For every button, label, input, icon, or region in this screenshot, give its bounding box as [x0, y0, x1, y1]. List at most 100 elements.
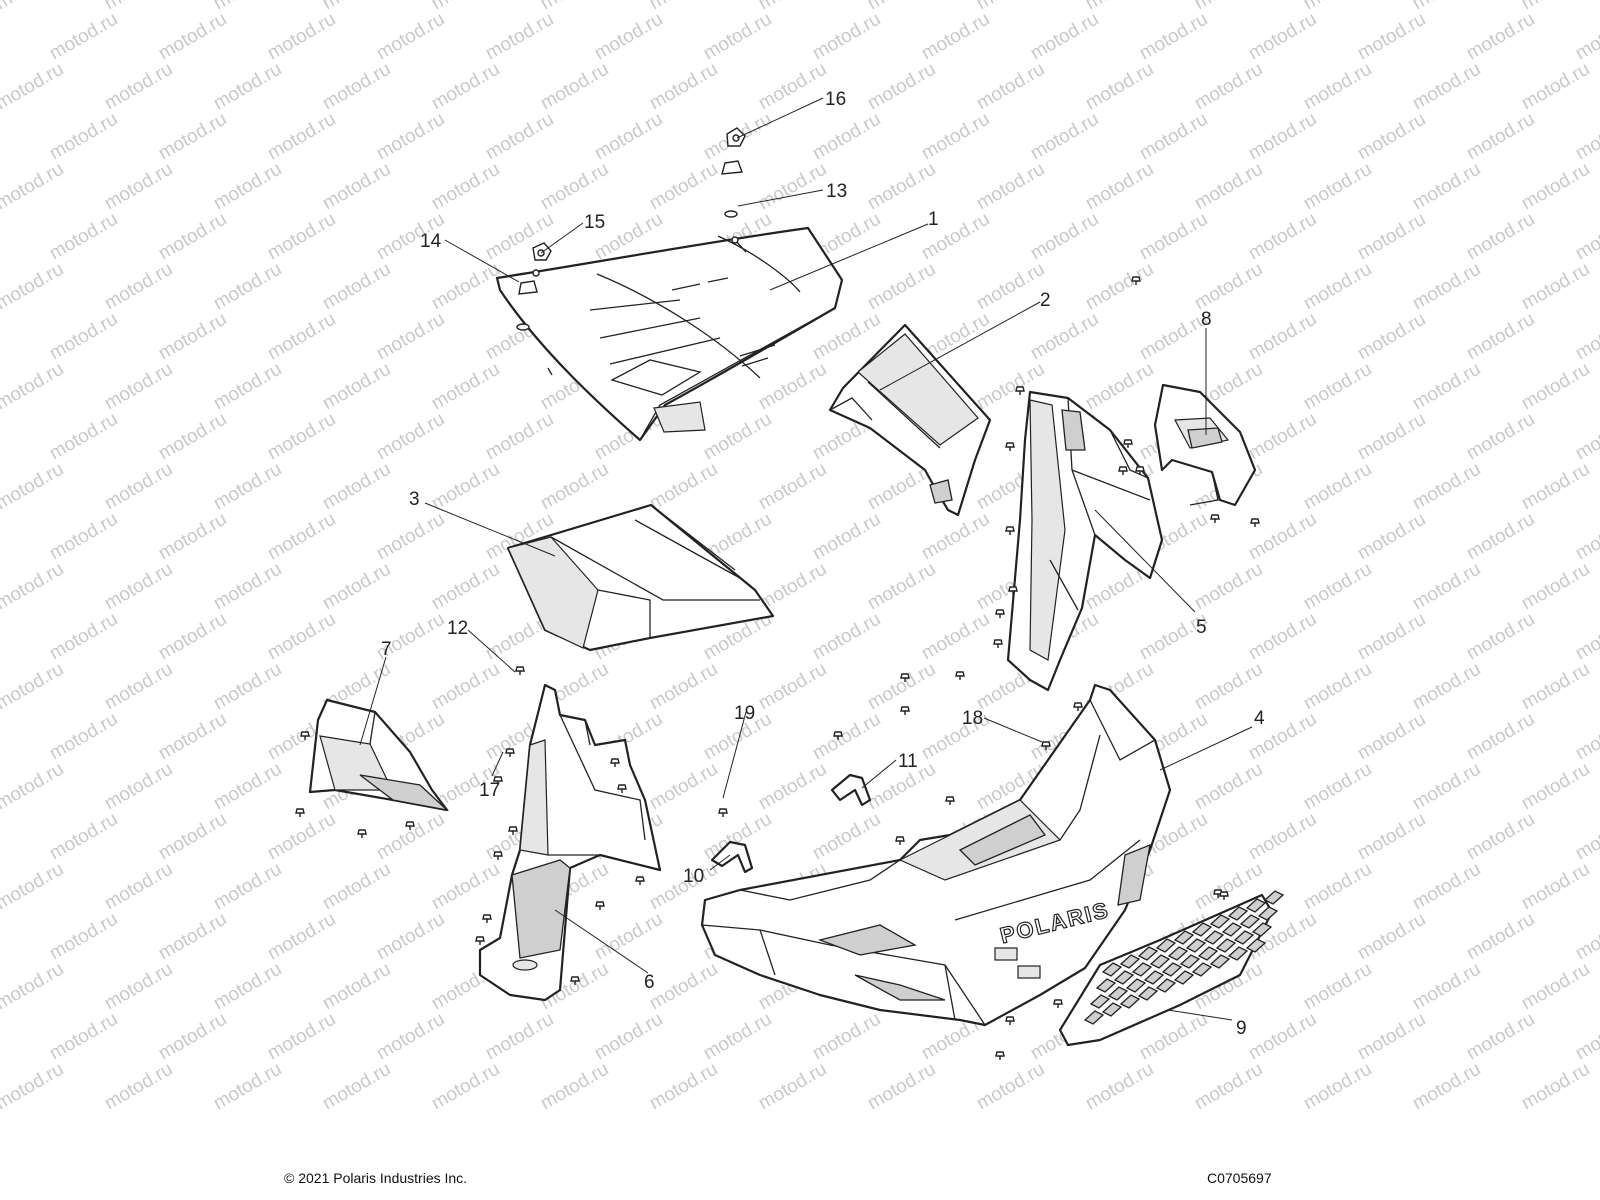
watermark-text: motod.ru [373, 309, 448, 365]
part-bracket-right [1153, 383, 1257, 507]
watermark-text: motod.ru [264, 809, 339, 865]
watermark-text: motod.ru [428, 1059, 503, 1115]
callout-15: 15 [584, 212, 605, 233]
watermark-text: motod.ru [319, 159, 394, 215]
watermark-text: motod.ru [918, 609, 993, 665]
watermark-text: motod.ru [1082, 159, 1157, 215]
watermark-text: motod.ru [864, 259, 939, 315]
grille-cell [1167, 946, 1189, 961]
watermark-text: motod.ru [101, 759, 176, 815]
watermark-text: motod.ru [210, 959, 285, 1015]
watermark-text: motod.ru [646, 159, 721, 215]
watermark-text: motod.ru [1572, 409, 1600, 465]
grille-cell [1245, 898, 1267, 913]
part-bracket-10 [710, 840, 754, 874]
watermark-text: motod.ru [1027, 309, 1102, 365]
part-liner-panel [506, 503, 775, 652]
callout-8: 8 [1201, 309, 1212, 330]
leader-lines [359, 97, 1253, 1021]
watermark-text: motod.ru [1027, 9, 1102, 65]
grille-cell [1137, 946, 1159, 961]
watermark-text: motod.ru [155, 409, 230, 465]
grille-cell [1185, 938, 1207, 953]
watermark-text: motod.ru [0, 0, 67, 14]
watermark-text: motod.ru [264, 509, 339, 565]
watermark-text: motod.ru [155, 609, 230, 665]
watermark-text: motod.ru [428, 159, 503, 215]
watermark-text: motod.ru [1245, 209, 1320, 265]
screw-fastener [1041, 741, 1051, 750]
screw-fastener [508, 826, 518, 835]
callout-17: 17 [479, 780, 500, 801]
watermark-text: motod.ru [1518, 259, 1593, 315]
watermark-text: motod.ru [1409, 1059, 1484, 1115]
watermark-text: motod.ru [1191, 159, 1266, 215]
watermark-text: motod.ru [46, 909, 121, 965]
screw-fastener [1118, 466, 1128, 475]
watermark-text: motod.ru [1572, 809, 1600, 865]
watermark-text: motod.ru [973, 259, 1048, 315]
watermark-text: motod.ru [1354, 309, 1429, 365]
watermark-text: motod.ru [1027, 209, 1102, 265]
watermark-text: motod.ru [1572, 609, 1600, 665]
screw-fastener [833, 731, 843, 740]
callout-14: 14 [420, 231, 442, 252]
watermark-text: motod.ru [1572, 709, 1600, 765]
watermark-text: motod.ru [0, 659, 67, 715]
watermark-text: motod.ru [428, 459, 503, 515]
screw-fastener [1053, 999, 1063, 1008]
watermark-text: motod.ru [101, 459, 176, 515]
watermark-text: motod.ru [1245, 9, 1320, 65]
watermark-text: motod.ru [809, 109, 884, 165]
watermark-text: motod.ru [264, 309, 339, 365]
watermark-text: motod.ru [1463, 409, 1538, 465]
watermark-text: motod.ru [1245, 109, 1320, 165]
callout-6: 6 [644, 972, 655, 993]
watermark-text: motod.ru [1082, 259, 1157, 315]
screw-fastener [1008, 586, 1018, 595]
callout-9: 9 [1236, 1018, 1247, 1039]
watermark-text: motod.ru [210, 259, 285, 315]
part-bracket-11 [830, 773, 872, 807]
screw-fastener [993, 639, 1003, 648]
screw-fastener [718, 808, 728, 817]
callout-4: 4 [1254, 708, 1265, 729]
watermark-text: motod.ru [973, 1059, 1048, 1115]
watermark-text: motod.ru [755, 659, 830, 715]
watermark-text: motod.ru [1463, 209, 1538, 265]
screw-fastener [1250, 518, 1260, 527]
watermark-text: motod.ru [428, 859, 503, 915]
watermark-text: motod.ru [1409, 359, 1484, 415]
screw-fastener [900, 706, 910, 715]
watermark-text: motod.ru [755, 359, 830, 415]
watermark-text: motod.ru [1300, 559, 1375, 615]
watermark-text: motod.ru [1463, 909, 1538, 965]
grille-cell [1149, 954, 1171, 969]
watermark-text: motod.ru [46, 209, 121, 265]
watermark-text: motod.ru [1300, 459, 1375, 515]
screw-fastener [405, 821, 415, 830]
screw-fastener [995, 609, 1005, 618]
watermark-text: motod.ru [755, 759, 830, 815]
screw-fastener [482, 914, 492, 923]
screw-fastener [357, 829, 367, 838]
watermark-text: motod.ru [1300, 159, 1375, 215]
screw-fastener [945, 796, 955, 805]
watermark-text: motod.ru [1245, 309, 1320, 365]
watermark-text: motod.ru [1245, 1009, 1320, 1065]
watermark-text: motod.ru [1572, 309, 1600, 365]
watermark-text: motod.ru [264, 609, 339, 665]
watermark-text: motod.ru [646, 1059, 721, 1115]
watermark-text: motod.ru [101, 1059, 176, 1115]
watermark-text: motod.ru [700, 409, 775, 465]
watermark-text: motod.ru [1245, 609, 1320, 665]
watermark-text: motod.ru [1300, 959, 1375, 1015]
watermark-text: motod.ru [210, 1059, 285, 1115]
callout-13: 13 [826, 181, 847, 202]
watermark-text: motod.ru [1463, 509, 1538, 565]
watermark-text: motod.ru [1518, 1059, 1593, 1115]
grille-cell [1113, 970, 1135, 985]
part-bracket-left [308, 698, 450, 812]
watermark-text: motod.ru [809, 9, 884, 65]
screw-fastener [617, 784, 627, 793]
